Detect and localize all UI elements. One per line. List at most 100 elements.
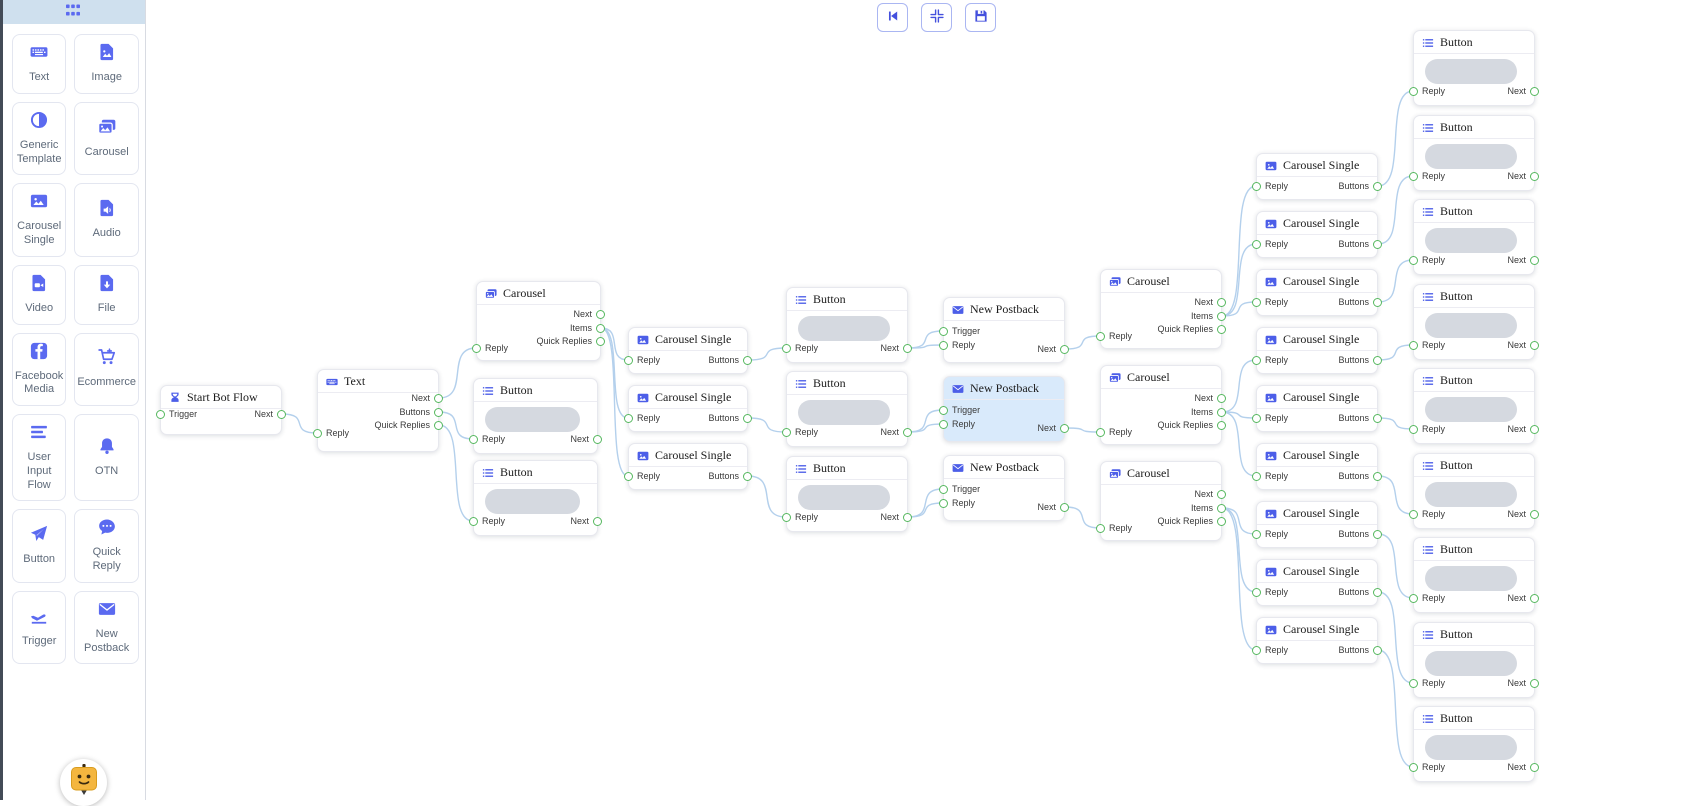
port-reply[interactable] bbox=[1409, 256, 1418, 265]
port-next[interactable] bbox=[1060, 503, 1069, 512]
port-reply[interactable] bbox=[1252, 646, 1261, 655]
sidebar-item-ecommerce[interactable]: Ecommerce bbox=[74, 332, 139, 406]
sidebar-item-file[interactable]: File bbox=[74, 264, 139, 325]
port-next[interactable] bbox=[1530, 425, 1539, 434]
port-buttons[interactable] bbox=[743, 414, 752, 423]
port-reply[interactable] bbox=[782, 513, 791, 522]
chatbot-widget[interactable] bbox=[60, 759, 107, 806]
port-reply[interactable] bbox=[1252, 298, 1261, 307]
port-reply[interactable] bbox=[1252, 240, 1261, 249]
port-reply[interactable] bbox=[939, 420, 948, 429]
save-button[interactable] bbox=[965, 3, 996, 32]
port-reply[interactable] bbox=[472, 344, 481, 353]
port-next[interactable] bbox=[1217, 394, 1226, 403]
port-reply[interactable] bbox=[1252, 588, 1261, 597]
port-next[interactable] bbox=[1060, 424, 1069, 433]
port-next[interactable] bbox=[903, 344, 912, 353]
sidebar-item-user-input-flow[interactable]: User Input Flow bbox=[12, 414, 67, 502]
port-reply[interactable] bbox=[1409, 763, 1418, 772]
port-reply[interactable] bbox=[624, 414, 633, 423]
port-reply[interactable] bbox=[1096, 332, 1105, 341]
sidebar-header-toggle[interactable] bbox=[0, 0, 145, 24]
port-buttons[interactable] bbox=[1373, 530, 1382, 539]
sidebar-item-new-postback[interactable]: New Postback bbox=[74, 590, 139, 665]
port-reply[interactable] bbox=[1409, 172, 1418, 181]
port-items[interactable] bbox=[596, 324, 605, 333]
port-reply[interactable] bbox=[1096, 428, 1105, 437]
port-next[interactable] bbox=[1530, 679, 1539, 688]
port-next[interactable] bbox=[1217, 490, 1226, 499]
sidebar-item-quick-reply[interactable]: Quick Reply bbox=[74, 509, 139, 583]
port-reply[interactable] bbox=[1409, 87, 1418, 96]
port-next[interactable] bbox=[1530, 341, 1539, 350]
sidebar-item-text[interactable]: Text bbox=[12, 34, 67, 94]
port-quick_replies[interactable] bbox=[596, 337, 605, 346]
port-items[interactable] bbox=[1217, 312, 1226, 321]
port-next[interactable] bbox=[1530, 510, 1539, 519]
port-buttons[interactable] bbox=[434, 408, 443, 417]
port-reply[interactable] bbox=[1409, 510, 1418, 519]
port-next[interactable] bbox=[1530, 256, 1539, 265]
port-reply[interactable] bbox=[1409, 679, 1418, 688]
sidebar-item-image[interactable]: Image bbox=[74, 34, 139, 94]
port-reply[interactable] bbox=[1252, 472, 1261, 481]
port-buttons[interactable] bbox=[1373, 472, 1382, 481]
port-next[interactable] bbox=[1217, 298, 1226, 307]
sidebar-item-video[interactable]: Video bbox=[12, 264, 67, 325]
port-buttons[interactable] bbox=[1373, 414, 1382, 423]
port-next[interactable] bbox=[434, 394, 443, 403]
port-items[interactable] bbox=[1217, 504, 1226, 513]
port-buttons[interactable] bbox=[743, 472, 752, 481]
port-buttons[interactable] bbox=[1373, 240, 1382, 249]
port-reply[interactable] bbox=[1409, 341, 1418, 350]
port-reply[interactable] bbox=[782, 428, 791, 437]
port-next[interactable] bbox=[903, 428, 912, 437]
port-buttons[interactable] bbox=[1373, 646, 1382, 655]
port-reply[interactable] bbox=[469, 435, 478, 444]
port-reply[interactable] bbox=[1252, 356, 1261, 365]
port-reply[interactable] bbox=[1252, 182, 1261, 191]
port-reply[interactable] bbox=[1409, 594, 1418, 603]
port-next[interactable] bbox=[1530, 763, 1539, 772]
port-reply[interactable] bbox=[939, 499, 948, 508]
port-quick_replies[interactable] bbox=[1217, 421, 1226, 430]
port-reply[interactable] bbox=[782, 344, 791, 353]
port-reply[interactable] bbox=[1252, 530, 1261, 539]
port-quick_replies[interactable] bbox=[434, 421, 443, 430]
port-reply[interactable] bbox=[624, 356, 633, 365]
sidebar-item-audio[interactable]: Audio bbox=[74, 183, 139, 257]
port-reply[interactable] bbox=[1252, 414, 1261, 423]
port-reply[interactable] bbox=[1409, 425, 1418, 434]
port-next[interactable] bbox=[1060, 345, 1069, 354]
port-reply[interactable] bbox=[939, 341, 948, 350]
port-reply[interactable] bbox=[1096, 524, 1105, 533]
